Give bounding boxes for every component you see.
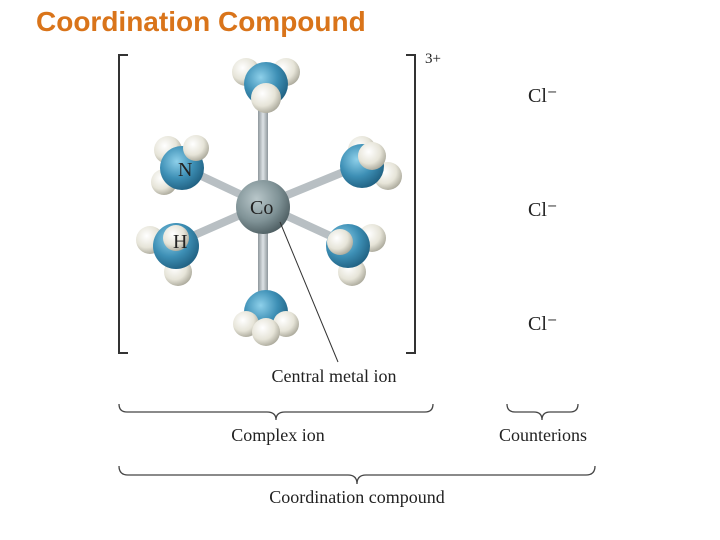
ammonia-ligand-lower-right <box>326 224 386 286</box>
hydrogen-label: H <box>173 231 187 253</box>
cobalt-atom <box>236 180 290 234</box>
coordination-compound-brace <box>118 465 596 485</box>
counterion-1: Cl⁻ <box>528 85 557 107</box>
ammonia-ligand-lower-left <box>136 223 199 286</box>
bond-bottom <box>258 205 268 315</box>
bond-top <box>258 95 268 210</box>
central-metal-ion-callout-line <box>279 221 339 363</box>
ammonia-ligand-bottom <box>233 290 299 346</box>
ammonia-ligand-upper-left <box>151 135 209 195</box>
counterions-brace <box>506 403 579 421</box>
counterion-2: Cl⁻ <box>528 199 557 221</box>
ammonia-ligand-upper-right <box>340 136 402 190</box>
counterion-3: Cl⁻ <box>528 313 557 335</box>
nitrogen-label: N <box>178 159 192 181</box>
counterions-label: Counterions <box>499 425 587 445</box>
complex-ion-brace <box>118 403 434 421</box>
slide-title: Coordination Compound <box>36 6 366 37</box>
ammonia-ligand-top <box>232 58 300 113</box>
cobalt-label: Co <box>250 197 273 219</box>
charge-label: 3+ <box>425 51 441 67</box>
right-bracket <box>406 54 416 354</box>
complex-ion-label: Complex ion <box>231 425 325 445</box>
central-metal-ion-label: Central metal ion <box>272 366 397 386</box>
coordination-compound-label: Coordination compound <box>269 487 444 507</box>
left-bracket <box>118 54 128 354</box>
